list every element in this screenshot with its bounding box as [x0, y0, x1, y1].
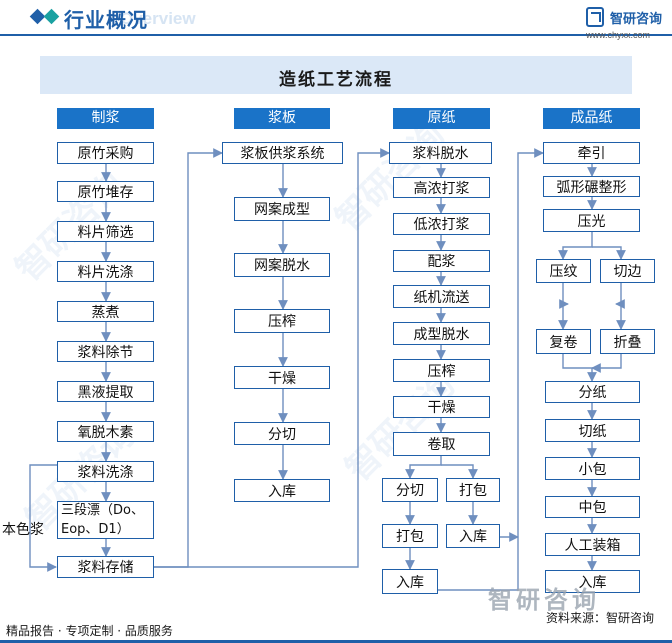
header-ghost-text: Overview: [120, 9, 196, 28]
step-box: 原竹采购: [57, 142, 154, 164]
step-box: 人工装箱: [545, 533, 640, 556]
step-box: 切边: [600, 259, 655, 283]
step-box: 网案成型: [234, 197, 330, 221]
step-box: 压光: [543, 209, 640, 232]
step-box: 弧形碾整形: [543, 176, 640, 197]
source-note: 资料来源：智研咨询: [546, 611, 655, 625]
diagram-title-banner: 造纸工艺流程: [40, 56, 632, 94]
step-box: 入库: [234, 479, 330, 502]
step-box: 蒸煮: [57, 301, 154, 322]
step-box: 复卷: [536, 329, 591, 354]
step-box: 浆板供浆系统: [222, 142, 343, 164]
bleach-line-1: 三段漂（Do、: [61, 503, 144, 518]
header-divider: [0, 34, 672, 36]
step-box: 干燥: [393, 396, 490, 418]
step-box: 入库: [446, 524, 500, 548]
step-box: 浆料除节: [57, 341, 154, 362]
step-box: 氧脱木素: [57, 421, 154, 442]
step-box: 浆料存储: [57, 556, 154, 578]
footer-tagline: 精品报告 · 专项定制 · 品质服务: [6, 624, 173, 638]
step-box: 低浓打浆: [393, 213, 490, 235]
column-heading-pulping: 制浆: [57, 108, 154, 129]
step-box: 料片筛选: [57, 221, 154, 242]
step-box: 网案脱水: [234, 253, 330, 277]
column-heading-base-paper: 原纸: [393, 108, 490, 129]
brand-name: 智研咨询: [610, 12, 663, 27]
step-box: 分切: [382, 478, 438, 502]
step-box: 牵引: [543, 142, 640, 164]
brand-logo: 智研咨询 www.chyxx.com: [586, 6, 668, 48]
footer-divider: [0, 640, 672, 643]
step-box: 分切: [234, 422, 330, 445]
step-box: 打包: [382, 524, 438, 548]
brand-url: www.chyxx.com: [586, 30, 651, 40]
step-box: 中包: [545, 496, 640, 518]
step-box: 浆料脱水: [389, 142, 492, 164]
unbleached-pulp-label: 本色浆: [2, 522, 44, 538]
step-box: 切纸: [545, 419, 640, 442]
step-box: 压榨: [234, 309, 330, 333]
diagram-title: 造纸工艺流程: [279, 70, 393, 90]
column-heading-finished-paper: 成品纸: [543, 108, 640, 129]
step-box: 折叠: [600, 329, 655, 354]
step-box: 黑液提取: [57, 381, 154, 402]
step-box-bleaching: 三段漂（Do、 Eop、D1）: [57, 501, 154, 539]
step-box: 高浓打浆: [393, 177, 490, 198]
step-box: 压榨: [393, 359, 490, 382]
step-box: 小包: [545, 457, 640, 480]
bleach-line-2: Eop、D1）: [61, 522, 130, 537]
step-box: 分纸: [545, 381, 640, 403]
step-box: 料片洗涤: [57, 261, 154, 282]
column-heading-pulp-board: 浆板: [234, 108, 330, 129]
footer-watermark-logo: 智研咨询: [488, 586, 600, 614]
step-box: 成型脱水: [393, 322, 490, 345]
step-box: 卷取: [393, 432, 490, 456]
page-title: 行业概况: [64, 8, 148, 32]
step-box: 原竹堆存: [57, 181, 154, 202]
step-box: 压纹: [536, 259, 591, 283]
step-box: 浆料洗涤: [57, 461, 154, 482]
step-box: 配浆: [393, 250, 490, 272]
step-box: 干燥: [234, 366, 330, 389]
step-box: 打包: [446, 478, 500, 502]
step-box: 纸机流送: [393, 285, 490, 308]
step-box: 入库: [382, 569, 438, 594]
step-box: 入库: [545, 570, 640, 593]
brand-mark-icon: [586, 7, 604, 27]
